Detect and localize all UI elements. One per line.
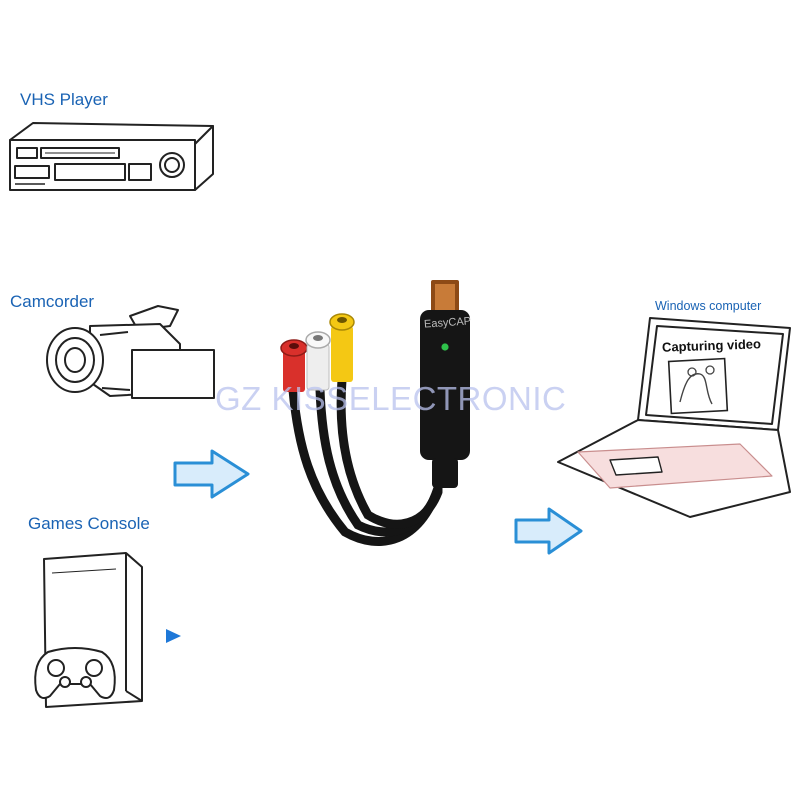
vhs-player-label: VHS Player xyxy=(20,90,108,109)
games-console-label: Games Console xyxy=(28,514,150,533)
vhs-player-icon xyxy=(9,122,214,191)
rca-connector-white xyxy=(305,331,331,391)
arrow-right-icon xyxy=(173,449,250,499)
rca-connector-red xyxy=(280,339,308,392)
camcorder-icon xyxy=(46,305,215,399)
usb-capture-device xyxy=(280,280,470,546)
rca-connector-yellow xyxy=(329,313,355,382)
arrow-right-icon xyxy=(514,507,583,555)
play-triangle-icon xyxy=(166,629,181,643)
camcorder-label: Camcorder xyxy=(10,292,95,311)
watermark-text: GZ KISSELECTRONIC xyxy=(215,380,567,417)
windows-computer-label: Windows computer xyxy=(655,299,762,313)
gamepad-icon xyxy=(34,647,116,699)
laptop-icon xyxy=(557,317,791,518)
